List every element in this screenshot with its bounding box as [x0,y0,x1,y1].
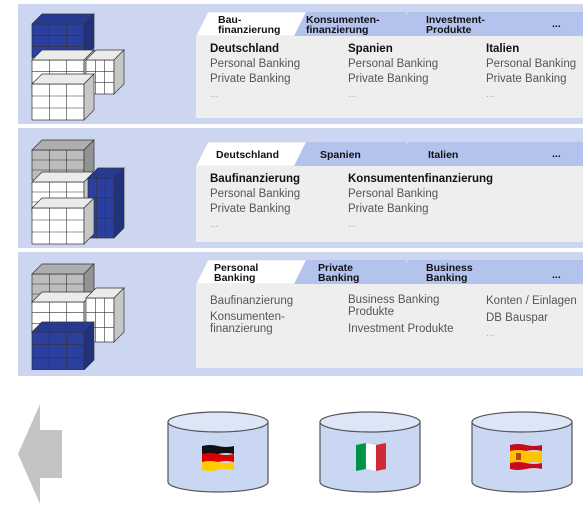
column-heading: Spanien [348,43,393,55]
tab-deutschland[interactable]: Deutschland [196,142,306,166]
list-item: Konten / Einlagen [486,295,577,307]
tab-more[interactable]: ... [496,260,583,284]
tab-more[interactable]: ... [496,142,583,166]
cube-stack-icon [31,13,125,121]
list-item: ... [210,89,219,100]
content-box-1: Deutschland Personal Banking Private Ban… [196,36,583,118]
tab-row-3: Personal Banking Private Banking Busines… [196,260,583,284]
tab-label: Private Banking [318,262,360,284]
germany-flag-icon [202,445,234,471]
tab-investment-produkte[interactable]: Investment- Produkte [396,12,508,36]
list-item: Personal Banking [348,58,439,70]
italy-flag-icon [356,442,386,472]
row-panel-1: Bau- finanzierung Konsumenten- finanzier… [18,4,583,124]
list-item: ... [348,89,357,100]
database-cylinder-icon [167,411,269,493]
list-item: DB Bauspar [486,312,549,324]
database-cylinder-icon [319,411,421,493]
content-column: Baufinanzierung Personal Banking Private… [210,172,300,232]
tab-label: Investment- Produkte [426,14,485,36]
list-item: ... [210,219,219,230]
list-item: ... [486,328,495,339]
list-item: Personal Banking [486,58,577,70]
tab-row-1: Bau- finanzierung Konsumenten- finanzier… [196,12,583,36]
content-column: Italien Personal Banking Private Banking… [486,42,576,102]
content-column: Spanien Personal Banking Private Banking… [348,42,438,102]
list-item: ... [486,89,495,100]
tab-label: Deutschland [216,149,280,161]
tab-label: ... [552,269,561,281]
tab-more[interactable]: ... [496,12,583,36]
content-column: Business Banking Produkte Investment Pro… [348,294,453,337]
tab-baufinanzierung[interactable]: Bau- finanzierung [196,12,306,36]
list-item: Private Banking [348,203,429,215]
column-heading: Baufinanzierung [210,173,301,185]
list-item: Private Banking [348,73,429,85]
list-item: Business Banking Produkte [348,294,440,318]
cube-stack-icon [31,263,125,370]
column-heading: Konsumentenfinanzierung [348,173,494,185]
database-italy [318,410,422,494]
tab-konsumentenfinanzierung[interactable]: Konsumenten- finanzierung [294,12,406,36]
column-heading: Italien [486,43,520,55]
tab-label: Italien [428,149,459,161]
tab-label: Spanien [320,149,361,161]
tab-label: ... [552,18,561,30]
tab-label: Business Banking [426,262,473,284]
tab-personal-banking[interactable]: Personal Banking [196,260,306,284]
left-arrow-icon [18,404,62,504]
content-box-3: Baufinanzierung Konsumenten- finanzierun… [196,284,583,368]
list-item: Private Banking [210,73,291,85]
tab-spanien[interactable]: Spanien [294,142,406,166]
tab-private-banking[interactable]: Private Banking [294,260,406,284]
column-heading: Deutschland [210,43,280,55]
content-column: Konten / Einlagen DB Bauspar ... [486,294,577,341]
cube-stack-icon [31,139,125,245]
content-box-2: Baufinanzierung Personal Banking Private… [196,166,583,242]
content-column: Konsumentenfinanzierung Personal Banking… [348,172,493,232]
list-item: Investment Produkte [348,323,454,335]
tab-label: Personal Banking [214,262,259,284]
tab-label: Bau- finanzierung [218,14,281,36]
row-panel-2: Deutschland Spanien Italien ... Baufinan… [18,128,583,248]
spain-flag-icon [510,444,542,470]
tab-italien[interactable]: Italien [396,142,508,166]
content-column: Baufinanzierung Konsumenten- finanzierun… [210,294,293,335]
database-spain [470,410,574,494]
database-germany [166,410,270,494]
list-item: Private Banking [210,203,291,215]
tab-business-banking[interactable]: Business Banking [396,260,508,284]
list-item: Personal Banking [348,188,439,200]
content-column: Deutschland Personal Banking Private Ban… [210,42,300,102]
tab-row-2: Deutschland Spanien Italien ... [196,142,583,166]
list-item: Konsumenten- finanzierung [210,311,285,335]
tab-label: ... [552,148,561,160]
row-panel-3: Personal Banking Private Banking Busines… [18,252,583,376]
list-item: Private Banking [486,73,567,85]
tab-label: Konsumenten- finanzierung [306,14,380,36]
list-item: Personal Banking [210,188,301,200]
list-item: ... [348,219,357,230]
list-item: Personal Banking [210,58,301,70]
list-item: Baufinanzierung [210,295,294,307]
database-cylinder-icon [471,411,573,493]
